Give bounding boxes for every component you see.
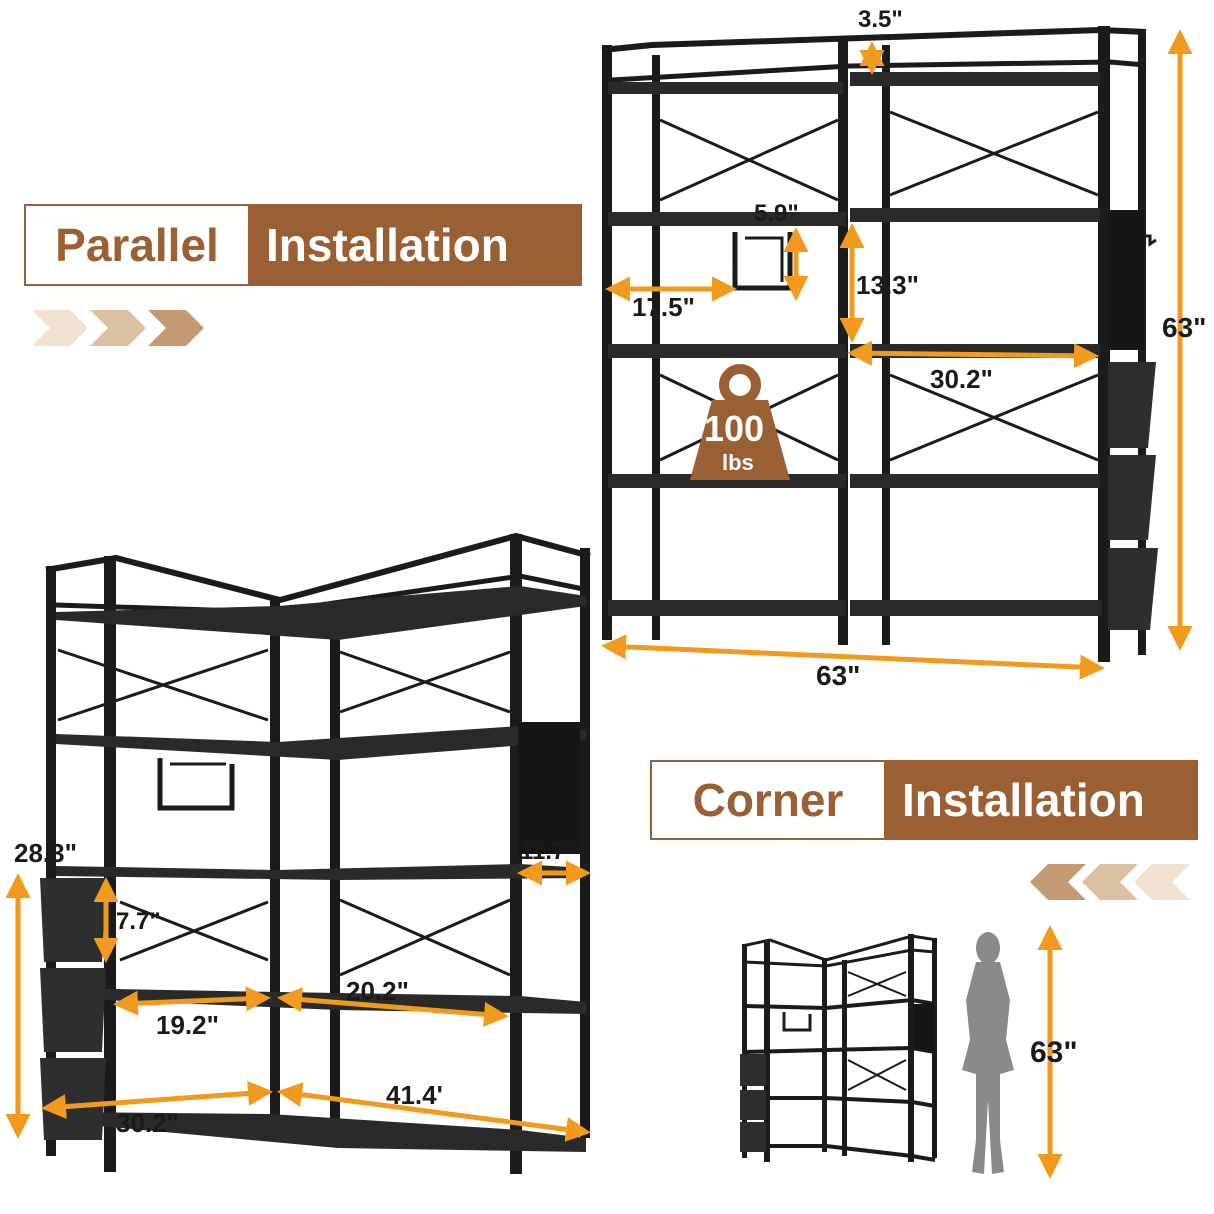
label-shelf-right: 20.2" — [346, 976, 409, 1006]
banner-word-corner: Corner — [652, 762, 884, 838]
banner-word-parallel: Parallel — [26, 206, 248, 284]
label-shelf-gap: 13.3" — [856, 270, 919, 300]
label-total-width: 63" — [816, 660, 861, 691]
label-base-left: 30.2" — [116, 1108, 179, 1138]
weight-value: 100 — [704, 408, 765, 449]
label-shelf-width: 30.2" — [930, 364, 993, 394]
label-top-gap: 3.5" — [858, 6, 903, 33]
banner-word-installation: Installation — [248, 206, 580, 284]
parallel-dimension-arrows — [601, 28, 1193, 680]
weight-capacity-icon — [690, 364, 790, 480]
small-corner-bookshelf — [740, 934, 938, 1162]
weight-unit: lbs — [722, 450, 754, 475]
label-person-height: 63" — [1030, 1036, 1078, 1069]
label-shelf-left: 19.2" — [156, 1010, 219, 1040]
label-total-height: 63" — [1162, 312, 1207, 343]
label-base-right: 41.4' — [386, 1080, 443, 1110]
chevron-left-arrows-icon — [1030, 864, 1190, 900]
parallel-bookshelf — [601, 26, 1158, 662]
label-side-height: 28.3" — [14, 838, 77, 868]
corner-installation-banner: Corner Installation — [650, 760, 1198, 840]
person-silhouette-icon — [962, 932, 1014, 1174]
label-cube-width: 5.9" — [754, 200, 799, 227]
chevron-right-arrows-icon — [32, 310, 204, 346]
label-pegboard-width: 11.7" — [520, 838, 577, 865]
corner-dimension-arrows — [5, 860, 591, 1142]
parallel-installation-banner: Parallel Installation — [24, 204, 582, 286]
label-cube-depth: 17.5" — [632, 292, 695, 322]
label-bag-height: 7.7" — [116, 908, 161, 935]
corner-bookshelf — [40, 532, 591, 1174]
banner-word-installation-corner: Installation — [884, 762, 1196, 838]
